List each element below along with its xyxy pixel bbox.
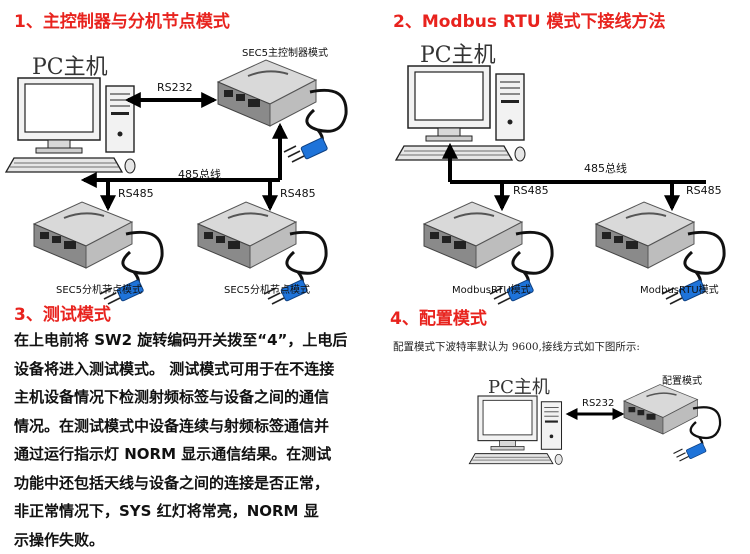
section4-pc-icon bbox=[469, 396, 562, 464]
section4-device-icon bbox=[624, 385, 720, 462]
section4-rs232-label: RS232 bbox=[582, 398, 614, 409]
